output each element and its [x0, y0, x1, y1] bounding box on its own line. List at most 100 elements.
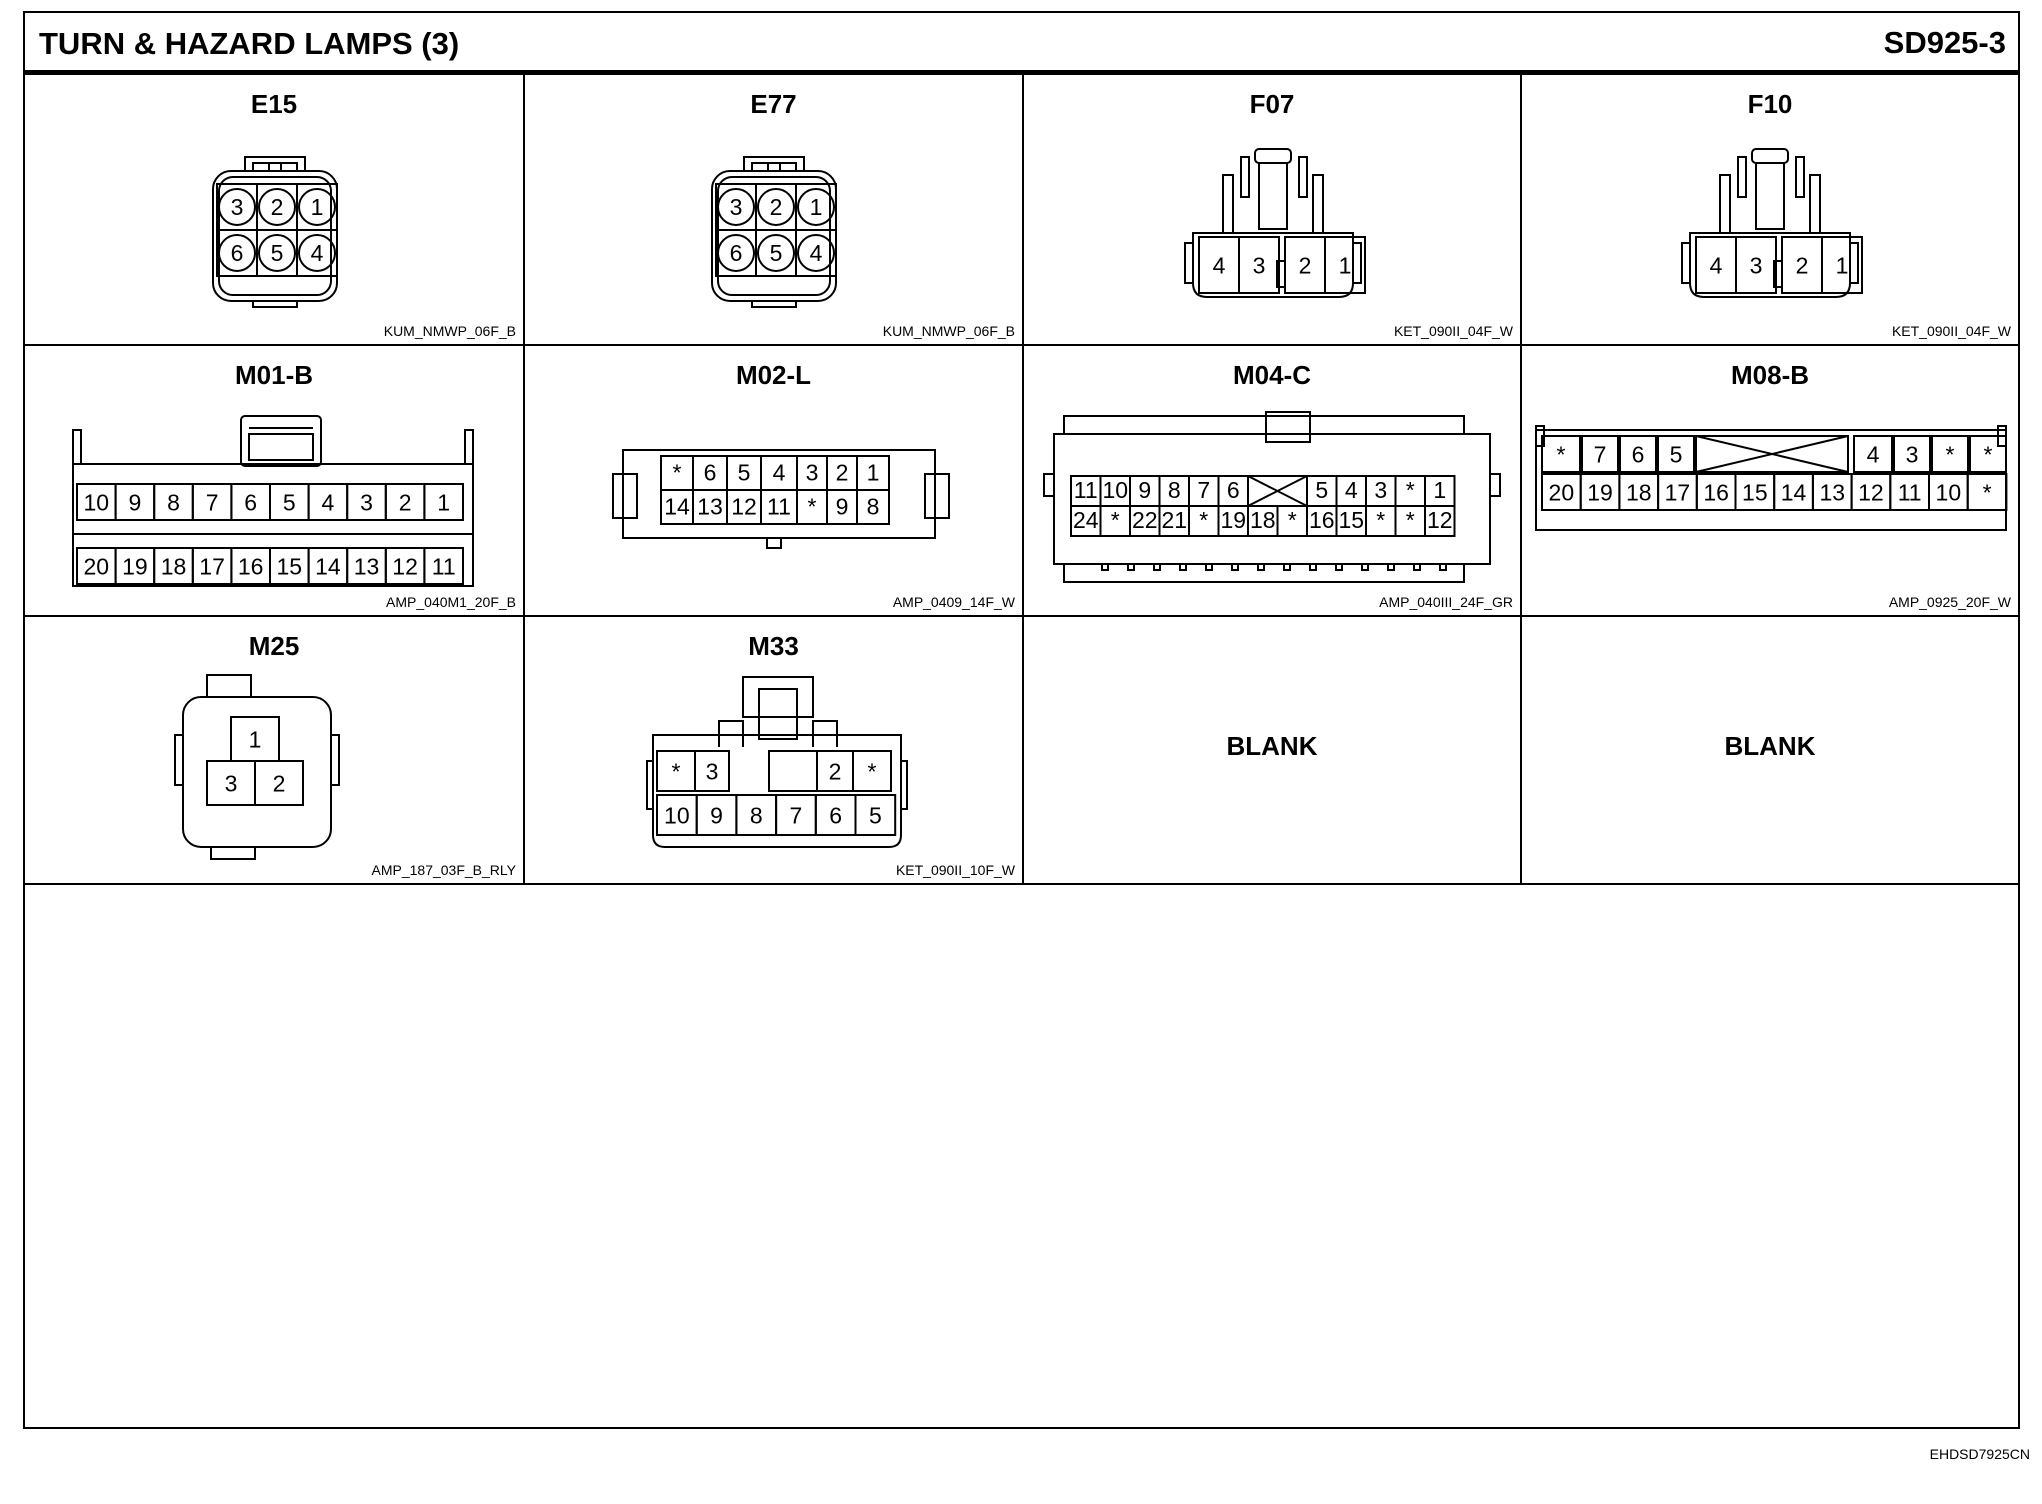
connector-id: F07 — [1249, 89, 1295, 119]
pin-number: 3 — [806, 460, 819, 486]
outline-shape — [900, 760, 908, 810]
pin-cavity — [218, 188, 256, 226]
pin-number: 9 — [836, 494, 849, 520]
connector-part-code: KET_090II_04F_W — [1891, 323, 2011, 339]
pin-number: 7 — [1197, 477, 1210, 503]
pin-number: 9 — [129, 489, 142, 515]
pin-number: 10 — [84, 489, 110, 515]
pin-number: 13 — [697, 494, 723, 520]
pin-number: 4 — [322, 489, 335, 515]
outline-shape — [767, 162, 781, 172]
pin-number: 4 — [1710, 252, 1723, 278]
outline-shape — [218, 176, 332, 296]
outline-shape — [612, 473, 638, 519]
outline-shape — [742, 676, 814, 718]
outline-shape — [206, 674, 252, 698]
pin-number: 2 — [829, 758, 842, 784]
outline-shape — [1773, 260, 1783, 288]
outline-shape — [1053, 433, 1491, 565]
connector-id: M02-L — [735, 360, 812, 390]
outline-shape — [1254, 148, 1292, 164]
pin-number: 1 — [1339, 252, 1352, 278]
connector-id: E15 — [250, 89, 298, 119]
outline-shape — [1324, 236, 1366, 294]
outline-shape — [1751, 148, 1789, 164]
outline-shape — [743, 156, 805, 171]
connector-part-code: KUM_NMWP_06F_B — [383, 323, 516, 339]
pin-number: 11 — [432, 553, 456, 579]
pin-number: 6 — [1227, 477, 1240, 503]
pin-number: 15 — [1338, 507, 1364, 533]
outline-shape — [795, 229, 837, 277]
pin-number: 4 — [773, 460, 786, 486]
pin-number: 19 — [1220, 507, 1246, 533]
pin-cavity — [298, 234, 336, 272]
pin-number: 1 — [867, 460, 880, 486]
sheet-title: TURN & HAZARD LAMPS (3) — [39, 26, 460, 61]
pin-number: 4 — [810, 240, 823, 266]
outline-shape — [1424, 505, 1456, 537]
pin-cavity — [717, 234, 755, 272]
pin-number: 1 — [1433, 477, 1446, 503]
pin-number: 13 — [1819, 479, 1845, 505]
pin-number: 3 — [706, 758, 719, 784]
pin-cavity — [298, 188, 336, 226]
outline-shape — [1931, 435, 1969, 473]
connector-id: M01-B — [234, 360, 313, 390]
connector-part-code: AMP_0409_14F_W — [892, 594, 1015, 610]
outline-shape — [182, 696, 332, 848]
outline-shape — [1619, 435, 1657, 473]
pin-number: 20 — [84, 553, 110, 579]
connector-part-code: AMP_040III_24F_GR — [1379, 594, 1513, 610]
pin-number: 16 — [238, 553, 264, 579]
pin-number: * — [1983, 479, 1992, 505]
pin-number: 11 — [1898, 479, 1922, 505]
pin-number: 1 — [249, 726, 262, 752]
pin-cavity — [258, 234, 296, 272]
outline-shape — [1657, 435, 1695, 473]
connector-part-code: AMP_0925_20F_W — [1888, 594, 2011, 610]
pin-number: 16 — [1703, 479, 1729, 505]
pin-number: 3 — [360, 489, 373, 515]
pin-number: 3 — [231, 194, 244, 220]
pin-number: 10 — [664, 802, 690, 828]
pin-cavity — [797, 234, 835, 272]
pin-number: 5 — [271, 240, 284, 266]
pin-number: 3 — [1374, 477, 1387, 503]
pin-number: 2 — [1299, 252, 1312, 278]
blank-label: BLANK — [1226, 731, 1318, 761]
pin-number: 1 — [810, 194, 823, 220]
pin-number: 12 — [392, 553, 418, 579]
pin-number: 6 — [829, 802, 842, 828]
outline-shape — [694, 750, 730, 792]
pin-number: 15 — [1742, 479, 1768, 505]
pin-number: 7 — [790, 802, 803, 828]
outline-shape — [1795, 156, 1805, 198]
pin-number: 17 — [1665, 479, 1691, 505]
pin-number: 6 — [244, 489, 257, 515]
outline-shape — [1489, 473, 1501, 497]
pin-number: 2 — [273, 770, 286, 796]
connector-id: M04-C — [1232, 360, 1311, 390]
outline-shape — [652, 734, 902, 848]
pin-number: 2 — [836, 460, 849, 486]
outline-shape — [252, 300, 298, 308]
connector-id: E77 — [750, 89, 797, 119]
pin-number: * — [672, 758, 681, 784]
pin-number: 14 — [315, 553, 341, 579]
pin-number: * — [1984, 441, 1993, 467]
pin-number: 1 — [437, 489, 450, 515]
outline-shape — [1821, 236, 1863, 294]
outline-shape — [1809, 174, 1821, 234]
outline-shape — [1969, 435, 2007, 473]
